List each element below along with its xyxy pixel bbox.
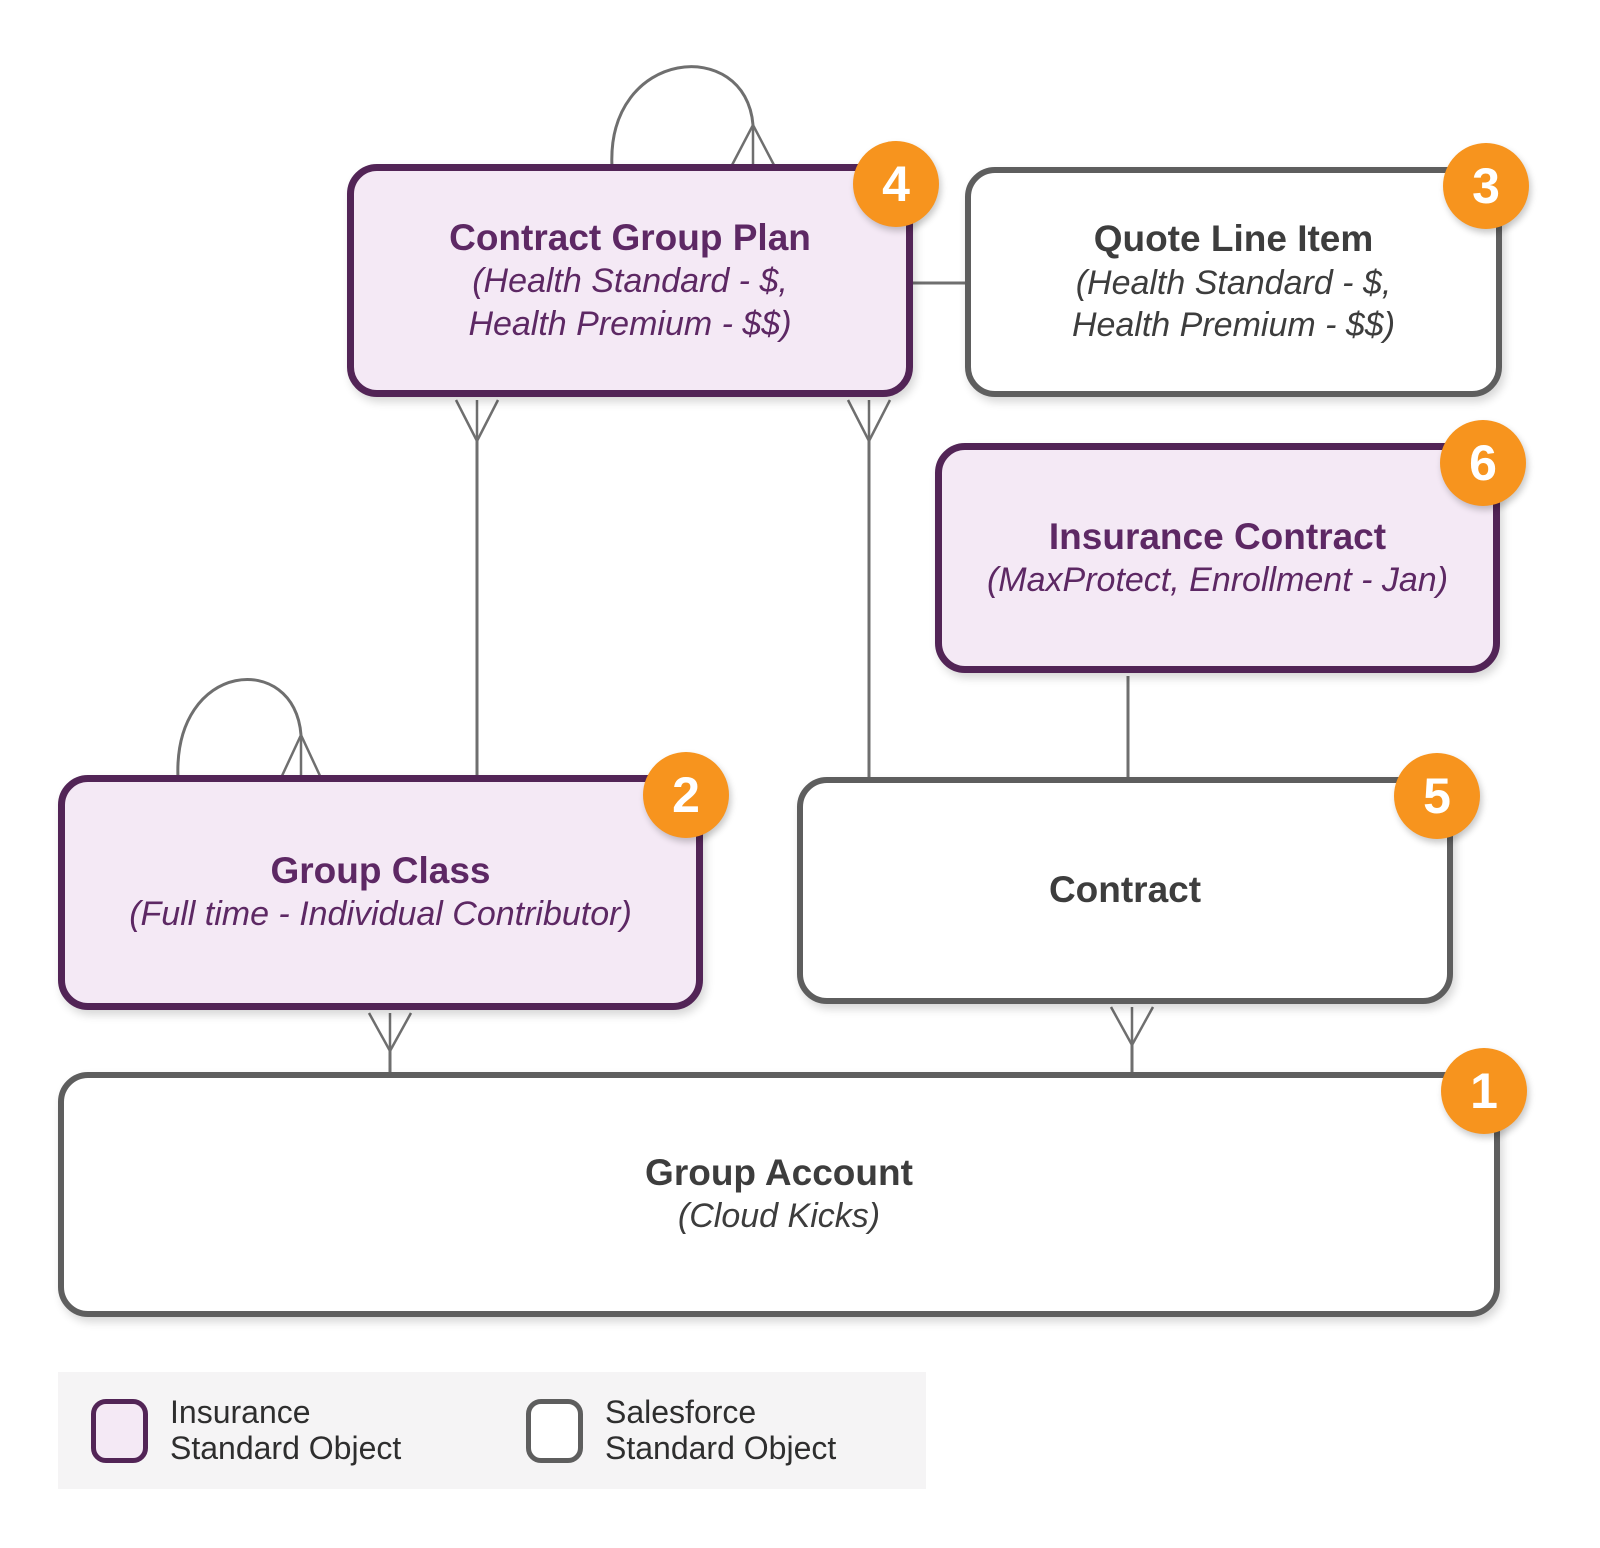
legend: Insurance Standard Object Salesforce Sta… xyxy=(58,1372,926,1489)
legend-label-line: Salesforce xyxy=(605,1393,757,1430)
badge-1: 1 xyxy=(1441,1048,1527,1134)
node-subtitle-line: (MaxProtect, Enrollment - Jan) xyxy=(986,560,1449,599)
legend-item-insurance-standard-object: Insurance Standard Object xyxy=(91,1372,401,1489)
insurance-object-swatch-icon xyxy=(91,1398,148,1463)
crows-foot-marker xyxy=(729,124,777,168)
node-subtitle-line: Health Premium - $$) xyxy=(1071,306,1396,345)
salesforce-object-swatch-icon xyxy=(526,1398,583,1463)
node-title: Contract xyxy=(1048,869,1202,911)
connector-plan-to-group-class xyxy=(454,399,500,778)
node-contract-group-plan: 4 Contract Group Plan (Health Standard -… xyxy=(347,141,939,397)
crows-foot-marker xyxy=(279,734,323,779)
crows-foot-marker xyxy=(846,399,892,442)
legend-item-salesforce-standard-object: Salesforce Standard Object xyxy=(526,1372,836,1489)
self-loop-group-class xyxy=(176,678,323,779)
connector-plan-to-contract xyxy=(846,399,892,780)
node-title: Contract Group Plan xyxy=(449,216,811,258)
connector-contract-to-group-account xyxy=(1109,1006,1155,1075)
node-contract: 5 Contract xyxy=(797,753,1480,1004)
badge-6: 6 xyxy=(1440,420,1526,506)
node-group-class: 2 Group Class (Full time - Individual Co… xyxy=(58,752,729,1010)
node-title: Group Class xyxy=(270,850,491,892)
legend-label-line: Standard Object xyxy=(605,1429,837,1466)
badge-5: 5 xyxy=(1394,753,1480,839)
legend-label-line: Standard Object xyxy=(170,1429,402,1466)
crows-foot-marker xyxy=(1109,1006,1155,1046)
node-title: Quote Line Item xyxy=(1093,218,1374,260)
node-subtitle-line: Health Premium - $$) xyxy=(468,304,792,343)
node-subtitle-line: (Health Standard - $, xyxy=(1075,263,1392,302)
self-loop-contract-group-plan xyxy=(610,65,777,168)
connector-group-class-to-group-account xyxy=(367,1012,413,1075)
badge-3: 3 xyxy=(1443,143,1529,229)
node-title: Group Account xyxy=(645,1152,913,1194)
node-subtitle-line: (Cloud Kicks) xyxy=(677,1197,881,1236)
node-quote-line-item: 3 Quote Line Item (Health Standard - $, … xyxy=(965,143,1529,397)
node-group-account: 1 Group Account (Cloud Kicks) xyxy=(58,1048,1527,1317)
badge-2: 2 xyxy=(643,752,729,838)
node-insurance-contract: 6 Insurance Contract (MaxProtect, Enroll… xyxy=(935,420,1526,673)
node-subtitle-line: (Health Standard - $, xyxy=(472,262,788,301)
crows-foot-marker xyxy=(454,399,500,442)
node-title: Insurance Contract xyxy=(1048,515,1387,557)
legend-label-line: Insurance xyxy=(170,1393,311,1430)
legend-label: Salesforce Standard Object xyxy=(605,1393,837,1467)
badge-4: 4 xyxy=(853,141,939,227)
node-subtitle-line: (Full time - Individual Contributor) xyxy=(129,895,632,934)
crows-foot-marker xyxy=(367,1012,413,1052)
legend-label: Insurance Standard Object xyxy=(170,1393,402,1467)
